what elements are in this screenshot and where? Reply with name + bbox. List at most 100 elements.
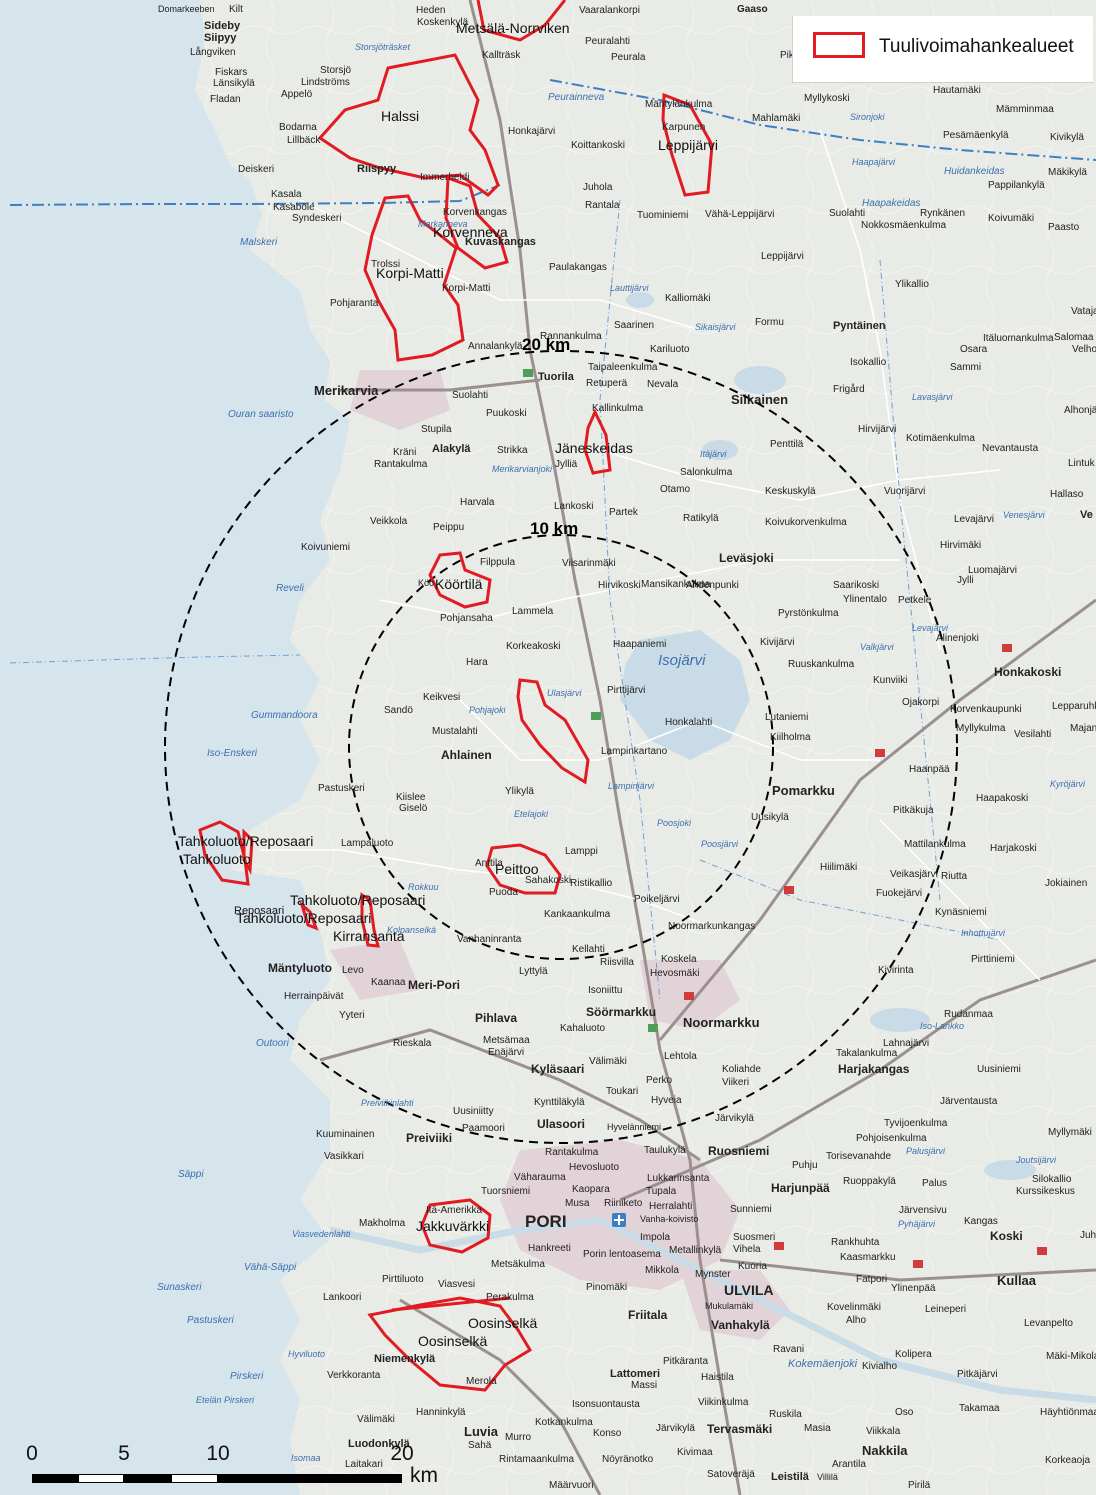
place-label-riutta: Riutta <box>941 871 968 882</box>
place-label-ouran-saaristo: Ouran saaristo <box>228 409 294 420</box>
wind-area-janeskeidas[interactable] <box>583 408 612 475</box>
place-label-hallaso: Hallaso <box>1050 489 1084 500</box>
place-label-taulukyla: Taulukylä <box>644 1145 686 1156</box>
place-label-outoori: Outoori <box>256 1038 290 1049</box>
place-label-myllykoski: Myllykoski <box>804 93 850 104</box>
wind-area-tahkoluoto[interactable] <box>198 820 250 886</box>
place-label-nokkosmaenkulma: Nokkosmäenkulma <box>861 220 946 231</box>
place-label-metsakulma: Metsäkulma <box>491 1259 545 1270</box>
place-label-satoveraja: Satoveräjä <box>707 1469 755 1480</box>
place-label-kellahti: Kellahti <box>572 944 605 955</box>
place-label-pastuskeri2: Pastuskeri <box>187 1315 234 1326</box>
scale-bar: 0 5 10 20 km <box>22 1438 442 1494</box>
place-label-itajarvi: Itäjärvi <box>700 449 728 459</box>
label-reposaari: Reposaari <box>234 905 284 917</box>
place-label-korpi-matti-village: Korpi-Matti <box>442 283 490 294</box>
place-label-saarinen: Saarinen <box>614 320 654 331</box>
wind-area-korpi-matti[interactable] <box>363 194 465 362</box>
place-label-vuorijarvi: Vuorijärvi <box>884 486 925 497</box>
place-label-takalankulma: Takalankulma <box>836 1048 898 1059</box>
place-label-haapaniemi: Haapaniemi <box>613 639 666 650</box>
scale-tick-20: 20 <box>390 1442 414 1465</box>
place-label-otamo: Otamo <box>660 484 690 495</box>
place-label-pori: PORI <box>525 1212 567 1231</box>
wind-area-leppijarvi[interactable] <box>661 92 714 197</box>
place-label-velho: Velho <box>1072 344 1096 355</box>
place-label-kiilholma: Kiilholma <box>770 732 811 743</box>
wind-area-korvenneva[interactable] <box>444 175 509 270</box>
wind-area-koortila[interactable] <box>428 551 492 609</box>
place-label-krani: Kräni <box>393 447 416 458</box>
place-label-valkjarvi: Valkjärvi <box>860 642 895 652</box>
place-label-inhottujarvi: Inhottujärvi <box>961 928 1006 938</box>
place-label-arantila: Arantila <box>832 1459 866 1470</box>
place-label-paulakangas: Paulakangas <box>549 262 607 273</box>
place-label-kivirinta: Kivirinta <box>878 965 914 976</box>
place-label-kahaluoto: Kahaluoto <box>560 1023 605 1034</box>
place-label-villila: Villilä <box>817 1472 838 1482</box>
place-label-niemenkyla: Niemenkylä <box>374 1353 436 1365</box>
wind-area-reposaari[interactable] <box>299 900 319 931</box>
place-label-levajarvi2: Levajärvi <box>912 623 949 633</box>
place-label-rantakulma2: Rantakulma <box>545 1147 599 1158</box>
place-label-poosjoki: Poosjoki <box>657 818 692 828</box>
place-label-haapakoski: Haapakoski <box>976 793 1028 804</box>
place-label-alhonjarvi: Alhonjä <box>1064 405 1096 416</box>
wind-area-tahkoluoto-reposaari[interactable] <box>242 828 254 875</box>
wind-area-jakkuvarkki[interactable] <box>420 1198 492 1254</box>
place-label-konso: Konso <box>593 1428 622 1439</box>
scale-segment-4 <box>171 1474 218 1483</box>
wind-area-kirransanta[interactable] <box>360 892 380 948</box>
place-label-strikka: Strikka <box>497 445 528 456</box>
label-tahkoluoto: Tahkoluoto <box>183 851 251 867</box>
wind-area-oosinselka[interactable] <box>367 1296 533 1392</box>
place-label-ahdenpunki: Ahdenpunki <box>686 580 739 591</box>
place-label-soormarkku: Söörmarkku <box>586 1005 656 1019</box>
place-label-fladan: Fladan <box>210 94 241 105</box>
place-label-isonsuontausta: Isonsuontausta <box>572 1399 640 1410</box>
place-label-lattomeri: Lattomeri <box>610 1368 660 1380</box>
place-label-isomaa: Isomaa <box>291 1453 321 1463</box>
place-label-herralahti: Herralahti <box>649 1201 692 1212</box>
label-halssi: Halssi <box>381 108 419 124</box>
place-label-hevosmaki: Hevosmäki <box>650 968 699 979</box>
place-label-juhola: Juhola <box>583 182 613 193</box>
place-label-koskenkyla: Koskenkylä <box>417 17 469 28</box>
place-label-myllykulma: Myllykulma <box>956 723 1006 734</box>
place-label-jyllila: Jylliä <box>555 459 578 470</box>
place-label-oso: Oso <box>895 1407 914 1418</box>
place-label-joutsijarvi: Joutsijärvi <box>1015 1155 1057 1165</box>
place-label-enajarvi: Enäjärvi <box>488 1047 524 1058</box>
place-label-lepparuhka: Lepparuhk <box>1052 701 1096 712</box>
place-label-lyttyla: Lyttylä <box>519 966 548 977</box>
place-label-meri-pori: Meri-Pori <box>408 978 460 992</box>
place-label-leistila: Leistilä <box>771 1471 810 1483</box>
wind-area-isojarvi[interactable] <box>516 678 590 785</box>
place-label-leineperi: Leineperi <box>925 1304 966 1315</box>
place-label-ruskila: Ruskila <box>769 1409 802 1420</box>
place-label-osara: Osara <box>960 344 988 355</box>
place-label-pyhajarvi: Pyhäjärvi <box>898 1219 936 1229</box>
place-label-sammi: Sammi <box>950 362 981 373</box>
place-label-koivuniemi: Koivuniemi <box>301 542 350 553</box>
wind-area-oosinselka-line[interactable] <box>391 1296 511 1312</box>
place-label-langviken: Långviken <box>190 46 236 58</box>
place-label-mansikankulma: Mansikankulma <box>641 579 711 590</box>
wind-area-peittoo[interactable] <box>485 843 562 895</box>
place-label-kylasaari: Kyläsaari <box>531 1062 584 1076</box>
place-label-lutaniemi: Lutaniemi <box>765 712 808 723</box>
place-label-ojakorpi: Ojakorpi <box>902 697 939 708</box>
place-label-hirvimaki: Hirvimäki <box>940 540 981 551</box>
place-label-lintukyla: Lintuk <box>1068 458 1096 469</box>
place-label-alinenjoki: Alinenjoki <box>936 633 979 644</box>
place-label-hirvikoski: Hirvikoski <box>598 580 641 591</box>
place-labels: SidebySiipyyLångvikenFiskarsLänsikyläFla… <box>157 4 1096 1491</box>
place-label-pitkaranta: Pitkäranta <box>663 1356 708 1367</box>
scale-segment-3 <box>124 1474 171 1483</box>
lake-2 <box>702 440 738 460</box>
wind-area-halssi[interactable] <box>317 53 500 197</box>
wind-area-metsala-norrviken[interactable] <box>476 0 567 42</box>
place-label-haanpaa: Haanpää <box>909 764 950 775</box>
